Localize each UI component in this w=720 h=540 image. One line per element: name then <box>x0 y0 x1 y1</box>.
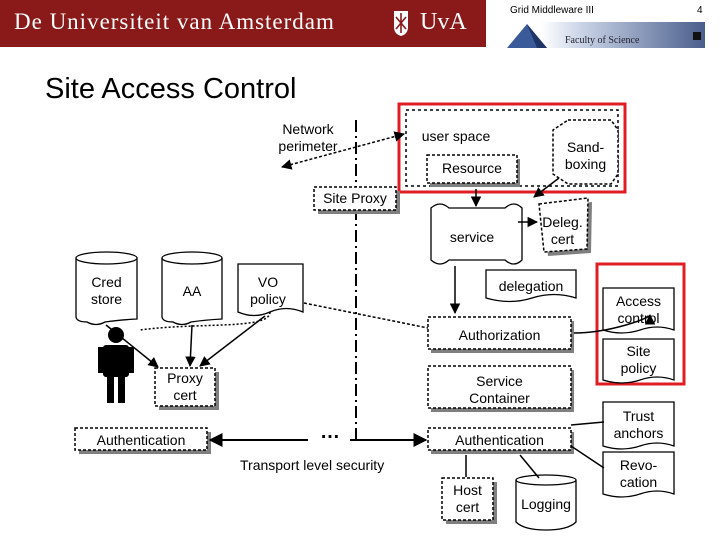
authentication-right-box <box>427 427 572 451</box>
logging-label: Logging <box>521 496 571 512</box>
resource-box <box>426 154 518 184</box>
authentication-left-box <box>74 427 208 451</box>
authorization-box <box>427 316 572 350</box>
deleg-cert-label: Deleg.cert <box>542 214 583 247</box>
resource-label: Resource <box>442 160 502 176</box>
course-title: Grid Middleware III <box>510 5 594 16</box>
aa-label: AA <box>182 283 202 299</box>
auth-revocation-link <box>570 445 605 469</box>
access-control-document <box>602 287 675 334</box>
proxy-cert-box <box>154 367 216 407</box>
university-name: De Universiteit van Amsterdam <box>14 9 335 34</box>
cred-proxy-arrow <box>105 324 159 368</box>
revocation-label: Revo-cation <box>619 457 658 490</box>
site-proxy-label: Site Proxy <box>323 190 387 206</box>
vo-proxy-arrow <box>199 315 266 367</box>
perimeter-arrow <box>280 131 406 170</box>
vo-policy-document <box>237 263 304 317</box>
slide-number: 4 <box>697 5 703 16</box>
trust-anchors-document <box>602 401 675 450</box>
university-crest-icon <box>394 11 408 36</box>
revocation-document <box>602 451 675 498</box>
logging-drum <box>515 480 577 531</box>
access-control-highlight-frame <box>595 262 686 386</box>
vo-user-dotted-path <box>139 311 271 331</box>
sandboxing-shape <box>552 119 619 185</box>
auth-trust-link <box>570 421 605 426</box>
auth-logging-link <box>519 454 540 479</box>
page-title: Site Access Control <box>45 73 297 105</box>
authorization-policy-arrow <box>573 313 656 334</box>
user-figure-icon <box>98 327 134 403</box>
university-abbreviation: UvA <box>420 9 467 35</box>
deleg-cert-box <box>538 197 589 253</box>
cred-store-cylinder <box>75 251 138 326</box>
university-banner: De Universiteit van Amsterdam UvA <box>0 0 486 47</box>
site-policy-document <box>602 338 675 384</box>
service-label: service <box>449 229 495 245</box>
ellipsis-label: … <box>320 421 340 443</box>
transport-security-label: Transport level security <box>240 457 385 473</box>
authorization-label: Authorization <box>458 327 541 343</box>
faculty-name: Faculty of Science <box>565 35 640 46</box>
site-proxy-box <box>313 186 397 211</box>
aa-cylinder <box>161 251 223 326</box>
authentication-right-label: Authentication <box>455 432 544 448</box>
delegation-label: delegation <box>498 278 564 294</box>
authentication-left-label: Authentication <box>96 432 186 448</box>
faculty-logo <box>507 22 705 48</box>
host-cert-box <box>441 477 494 521</box>
service-scroll-shape <box>430 203 523 265</box>
user-space-label: user space <box>421 128 491 144</box>
delegation-document <box>485 269 577 303</box>
service-container-box <box>427 365 572 409</box>
aa-proxy-arrow <box>185 324 196 368</box>
sandboxing-resource-arrow <box>533 177 560 198</box>
vo-authorization-link <box>303 302 429 329</box>
sandboxing-label: Sand-boxing <box>564 139 607 172</box>
